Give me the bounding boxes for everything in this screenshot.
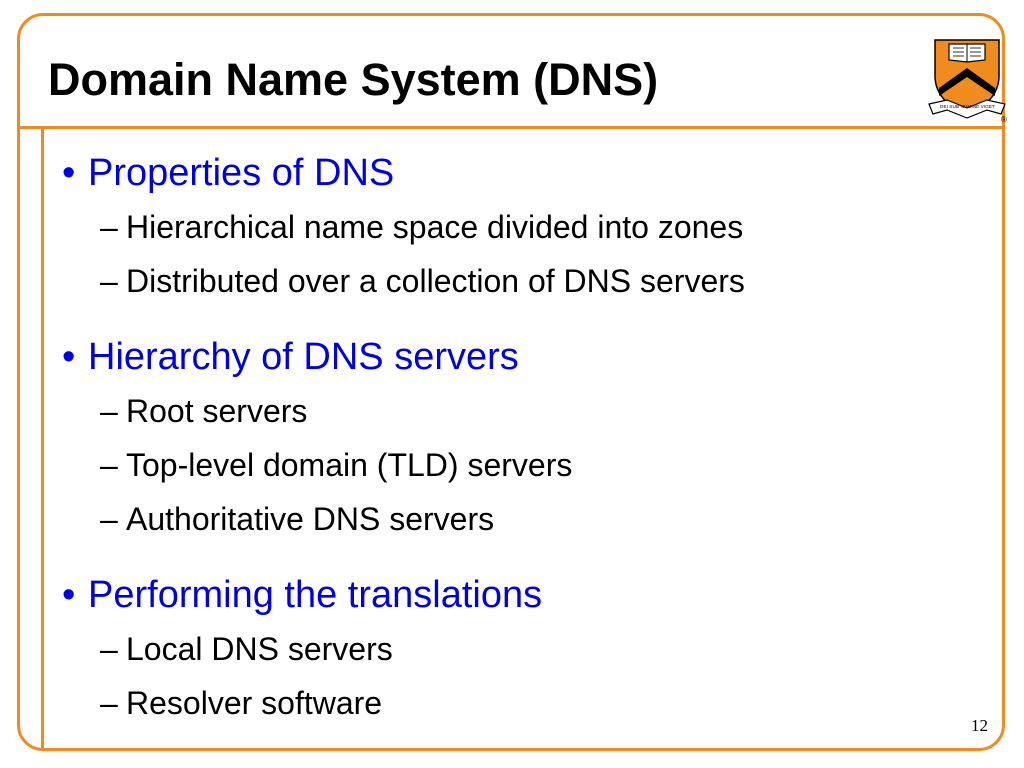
sub-bullet-item: – Root servers: [62, 384, 982, 438]
bullet-text: Performing the translations: [88, 574, 543, 616]
bullet-marker: •: [62, 574, 76, 616]
sub-bullet-text: Top-level domain (TLD) servers: [126, 447, 573, 483]
bullet-text: Hierarchy of DNS servers: [88, 336, 519, 378]
sub-bullet-marker: –: [100, 393, 118, 429]
bullet-group: • Performing the translations – Local DN…: [62, 568, 982, 730]
sub-bullet-marker: –: [100, 209, 118, 245]
sub-bullet-marker: –: [100, 631, 118, 667]
sub-bullet-item: – Local DNS servers: [62, 622, 982, 676]
slide-frame: [17, 13, 1005, 751]
slide-title: Domain Name System (DNS): [48, 54, 659, 105]
sub-bullet-text: Hierarchical name space divided into zon…: [126, 209, 744, 245]
sub-bullet-marker: –: [100, 447, 118, 483]
sub-bullet-item: – Hierarchical name space divided into z…: [62, 200, 982, 254]
bullet-text: Properties of DNS: [88, 152, 395, 194]
left-margin-line: [41, 126, 44, 751]
sub-bullet-item: – Resolver software: [62, 676, 982, 730]
sub-bullet-item: – Distributed over a collection of DNS s…: [62, 254, 982, 308]
registered-mark: ®: [1001, 115, 1007, 124]
sub-bullet-text: Authoritative DNS servers: [126, 501, 495, 537]
title-divider: [17, 126, 1005, 129]
sub-bullet-marker: –: [100, 263, 118, 299]
princeton-shield-logo-icon: DEI SUB NUMINE VIGET ®: [928, 39, 1007, 124]
logo-motto: DEI SUB NUMINE VIGET: [940, 104, 995, 109]
bullet-list: • Properties of DNS – Hierarchical name …: [62, 146, 982, 730]
sub-bullet-item: – Top-level domain (TLD) servers: [62, 438, 982, 492]
bullet-item: • Hierarchy of DNS servers: [62, 330, 982, 384]
sub-bullet-item: – Authoritative DNS servers: [62, 492, 982, 546]
sub-bullet-text: Root servers: [126, 393, 308, 429]
sub-bullet-marker: –: [100, 501, 118, 537]
sub-bullet-text: Resolver software: [126, 685, 383, 721]
sub-bullet-marker: –: [100, 685, 118, 721]
sub-bullet-text: Distributed over a collection of DNS ser…: [126, 263, 745, 299]
bullet-marker: •: [62, 336, 76, 378]
bullet-marker: •: [62, 152, 76, 194]
bullet-group: • Hierarchy of DNS servers – Root server…: [62, 330, 982, 546]
page-number: 12: [971, 716, 988, 735]
bullet-group: • Properties of DNS – Hierarchical name …: [62, 146, 982, 308]
bullet-item: • Properties of DNS: [62, 146, 982, 200]
sub-bullet-text: Local DNS servers: [126, 631, 393, 667]
bullet-item: • Performing the translations: [62, 568, 982, 622]
